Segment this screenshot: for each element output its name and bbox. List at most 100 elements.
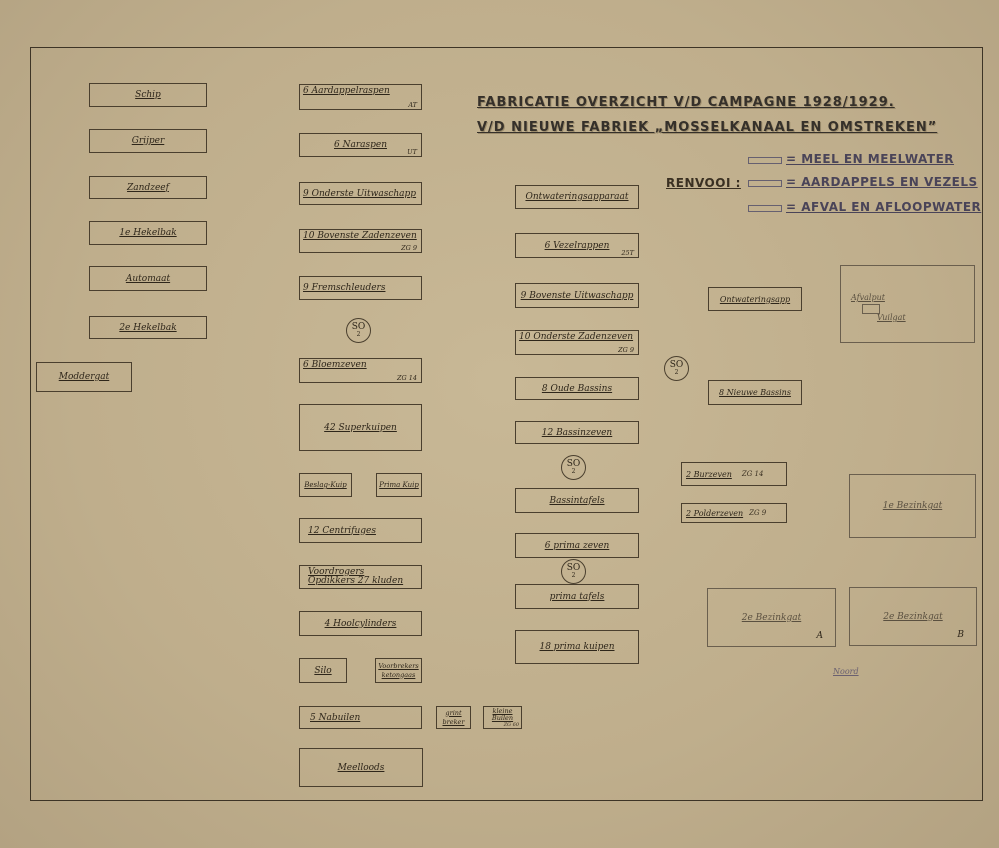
box-afvalput: Afvalput Vuilgat (840, 265, 975, 343)
box-label: 18 prima kuipen (539, 642, 615, 652)
box-label-2: Opdikkers 27 kluden (308, 576, 404, 586)
box-note: ZG 9 (618, 346, 634, 354)
box-label: 6 Aardappelraspen (303, 86, 390, 96)
afvalput-label: Afvalput (851, 293, 885, 302)
box-ontwateringsapparaat: Ontwateringsapparaat (515, 185, 639, 209)
box-label: kleine (492, 706, 513, 715)
box-bezinkgat-1: 1e Bezinkgat (849, 474, 976, 538)
box-label: 2 Burzeven (686, 469, 732, 479)
box-prima-zeven: 6 prima zeven (515, 533, 639, 558)
box-label: 12 Bassinzeven (541, 427, 613, 438)
box-label: 6 prima zeven (544, 540, 610, 551)
pump-sub: 2 (356, 330, 361, 338)
pump-label: SO (669, 359, 684, 370)
box-label: grint (445, 708, 462, 717)
box-label: prima tafels (549, 591, 605, 602)
box-label: Voorbrekers (378, 661, 419, 670)
box-1e-hekelbak: 1e Hekelbak (89, 221, 207, 245)
box-label: Grijper (131, 136, 165, 146)
box-prima-kuipen: 18 prima kuipen (515, 630, 639, 664)
box-label: 6 Naraspen (334, 140, 387, 150)
box-meelloods: Meelloods (299, 748, 423, 787)
box-label: Schip (135, 90, 161, 100)
box-hoolcylinders: 4 Hoolcylinders (299, 611, 422, 636)
box-fremschleuders: 9 Fremschleuders (299, 276, 422, 300)
box-label: 10 Bovenste Zadenzeven (303, 231, 417, 241)
pump-label: SO (351, 321, 366, 332)
box-label: 5 Nabuilen (310, 712, 361, 723)
box-note: B (957, 630, 964, 640)
box-label: Moddergat (58, 372, 110, 382)
title-line-2: V/D NIEUWE FABRIEK „MOSSELKANAAL EN OMST… (477, 120, 938, 135)
box-bovenste-uitwaschapp: 9 Bovenste Uitwaschapp (515, 283, 639, 308)
box-label: Voordrogers (308, 567, 365, 577)
legend-item-aardappels: = AARDAPPELS EN VEZELS (786, 175, 978, 189)
box-label: Silo (314, 665, 332, 676)
box-label: 42 Superkuipen (324, 422, 397, 433)
box-grijper: Grijper (89, 129, 207, 153)
box-label: 10 Onderste Zadenzeven (519, 332, 634, 342)
box-note: ZG 9 (749, 509, 767, 517)
pump-label: SO (566, 458, 581, 469)
box-centrifuges: 12 Centrifuges (299, 518, 422, 543)
box-onderste-zadenzeven: 10 Onderste Zadenzeven ZG 9 (515, 330, 639, 355)
box-label: 2e Bezinkgat (883, 611, 943, 622)
box-onderste-uitwaschapp: 9 Onderste Uitwaschapp (299, 182, 422, 205)
box-note: ZG 60 (503, 721, 519, 728)
box-label: 8 Oude Bassins (541, 383, 613, 394)
legend-swatch-afval (748, 205, 782, 212)
box-oude-bassins: 8 Oude Bassins (515, 377, 639, 400)
box-label: 2 Polderzeven (686, 508, 744, 518)
box-label: 9 Bovenste Uitwaschapp (520, 290, 634, 301)
box-label: 1e Hekelbak (119, 228, 177, 238)
box-2e-hekelbak: 2e Hekelbak (89, 316, 207, 339)
pump-sub: 2 (571, 571, 576, 579)
box-note: AT (408, 101, 417, 109)
box-label-2: Builen (491, 713, 514, 722)
pump-sub: 2 (674, 368, 679, 376)
box-note: UT (407, 148, 417, 156)
pump-label: SO (566, 562, 581, 573)
box-label: 9 Fremschleuders (303, 283, 386, 293)
box-label: Prima Kuip (379, 481, 419, 489)
box-note: ZG 14 (741, 470, 764, 478)
box-label: Ontwateringsapparaat (525, 192, 629, 202)
title-line-1: FABRICATIE OVERZICHT V/D CAMPAGNE 1928/1… (477, 95, 895, 110)
drawing-border (30, 47, 983, 801)
box-label: 9 Onderste Uitwaschapp (303, 188, 417, 199)
box-note: ZG 14 (396, 374, 417, 382)
box-bassintafels: Bassintafels (515, 488, 639, 513)
box-label-2: breker (442, 717, 465, 726)
box-label: 6 Vezelrappen (544, 240, 610, 251)
box-label: 2e Bezinkgat (741, 612, 802, 623)
box-label: Ontwateringsapp (719, 294, 791, 304)
box-note: 25T (621, 249, 634, 257)
box-label: Beslag-Kuip (304, 481, 347, 489)
box-zandzeef: Zandzeef (89, 176, 207, 199)
box-bassinzeven: 12 Bassinzeven (515, 421, 639, 444)
box-label: Bassintafels (549, 495, 605, 506)
box-label: 1e Bezinkgat (882, 501, 943, 511)
legend-swatch-aardappels (748, 180, 782, 187)
box-label-2: ketongaas (381, 670, 416, 679)
box-superkuipen: 42 Superkuipen (299, 404, 422, 451)
box-burzeven: 2 Burzeven ZG 14 (681, 462, 787, 486)
box-nabuilen: 5 Nabuilen (299, 706, 422, 729)
legend-swatch-meel (748, 157, 782, 164)
box-moddergat: Moddergat (36, 362, 132, 392)
vuilgat-label: Vuilgat (877, 313, 906, 322)
box-label: 4 Hoolcylinders (324, 618, 397, 629)
box-prima-tafels: prima tafels (515, 584, 639, 609)
box-label: 8 Nieuwe Bassins (719, 388, 791, 397)
legend-item-meel: = MEEL EN MEELWATER (786, 152, 955, 166)
box-label: Automaat (125, 273, 171, 284)
